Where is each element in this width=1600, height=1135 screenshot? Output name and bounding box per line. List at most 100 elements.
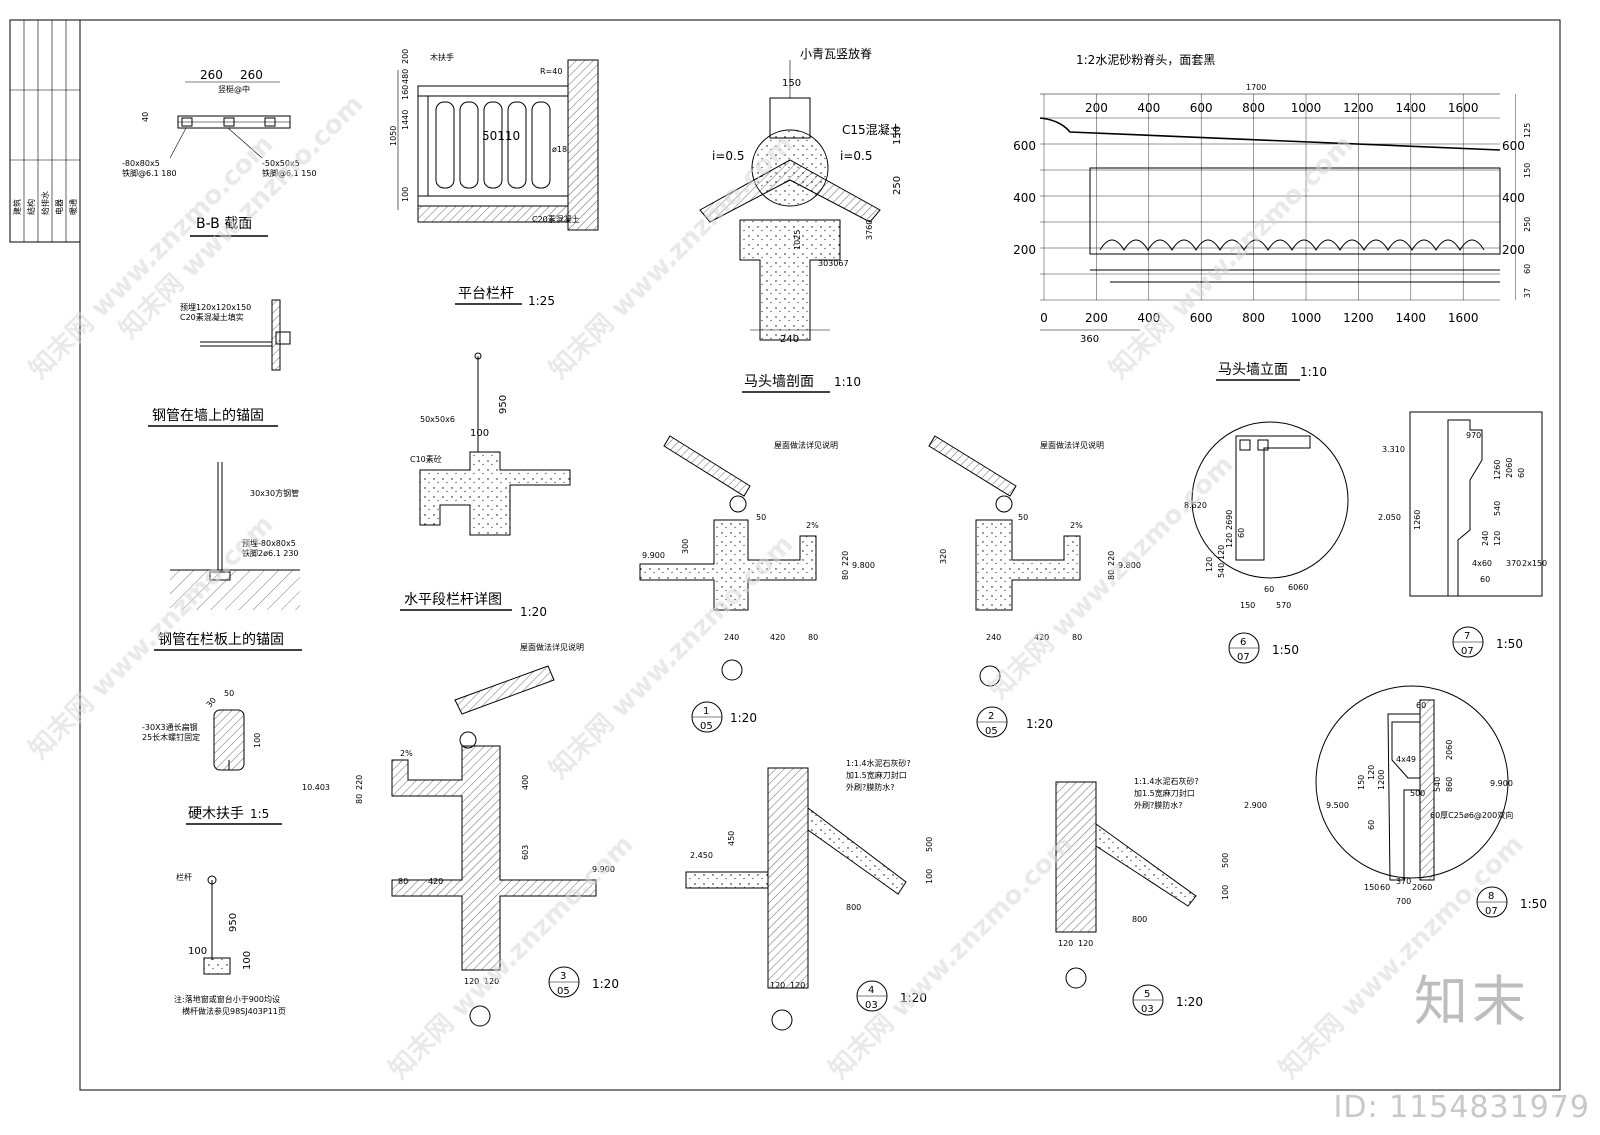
bb-section: 260 260 竖梃@中 40 -80x80x5 铁脚@6.1 180 -50x… xyxy=(122,68,317,237)
d1-lvl-r: 9.800 xyxy=(852,561,875,570)
d7-dim-2060: 2060 xyxy=(1505,458,1514,478)
d7-dim-60: 60 xyxy=(1517,468,1526,478)
d6-num: 6 xyxy=(1240,637,1246,648)
ge-top-tick: 1600 xyxy=(1448,101,1479,115)
d3-dim-120a: 120 xyxy=(464,977,479,986)
d5-dim-120b: 120 xyxy=(1078,939,1093,948)
ge-dim-250: 250 xyxy=(1523,217,1532,232)
d7-dim-1260a: 1260 xyxy=(1413,510,1422,530)
d2-num: 2 xyxy=(988,711,994,722)
pr-dim-1050: 1050 xyxy=(389,126,398,146)
ge-top-tick: 1400 xyxy=(1396,101,1427,115)
side-label-plumb: 给排水 xyxy=(40,191,50,215)
d1-dim-220: 220 xyxy=(841,551,850,566)
pr-label-mid: 50110 xyxy=(482,129,520,143)
d5-note3: 外刷?膜防水? xyxy=(1134,800,1183,810)
d2-dim-2pct: 2% xyxy=(1070,521,1083,530)
ge-dim-360: 360 xyxy=(1080,334,1099,345)
ge-bottom-tick: 400 xyxy=(1137,311,1160,325)
d4-note3: 外刷?膜防水? xyxy=(846,782,895,792)
detail-8-callout: 8 07 1:50 xyxy=(1476,886,1547,918)
pr-dim-160: 160 xyxy=(401,85,410,100)
d2-dim-80b: 80 xyxy=(1072,633,1082,642)
detail-2-callout: 2 05 1:20 xyxy=(976,706,1053,738)
d5-dim-100: 100 xyxy=(1221,885,1230,900)
d4-lvl-l: 2.450 xyxy=(690,851,713,860)
d8-dim-4x49: 4x49 xyxy=(1396,755,1416,764)
d1-dim-240: 240 xyxy=(724,633,739,642)
d1-scale: 1:20 xyxy=(730,711,757,725)
bb-dim-b: 260 xyxy=(240,68,263,82)
d8-dim-60b: 60 xyxy=(1367,820,1376,830)
ge-total: 1700 xyxy=(1246,83,1266,92)
side-label-struct: 结构 xyxy=(26,199,36,215)
handrail-drawing: 50 100 30 -30X3通长扁钢 25长木螺钉固定 硬木扶手 1:5 xyxy=(142,689,282,825)
bb-label-left2: 铁脚@6.1 180 xyxy=(122,168,177,178)
d5-num: 5 xyxy=(1144,989,1150,1000)
as-label1: 30x30方钢管 xyxy=(250,488,299,498)
detail-6-drawing: 8.620 2690 120 60 120 540 120 60 6060 15… xyxy=(1184,421,1349,610)
as-title: 钢管在栏板上的锚固 xyxy=(158,632,284,648)
detail-5-drawing: 1:1.4水泥石灰砂? 加1.5宽麻刀封口 外刷?膜防水? 2.900 500 … xyxy=(1055,776,1267,989)
ge-left-tick: 600 xyxy=(1013,139,1036,153)
d1-lvl-l: 9.900 xyxy=(642,551,665,560)
hw-dim-50: 50 xyxy=(224,689,234,698)
d5-dim-120a: 120 xyxy=(1058,939,1073,948)
ge-dim-37: 37 xyxy=(1523,288,1532,298)
pr-scale: 1:25 xyxy=(528,294,555,308)
d7-num: 7 xyxy=(1464,631,1470,642)
d7-dim-240: 240 xyxy=(1481,531,1490,546)
d6-dim-150: 150 xyxy=(1240,601,1255,610)
rn-note1: 注:落地窗或窗台小于900均设 xyxy=(174,994,280,1004)
pr-dim-480: 480 xyxy=(401,69,410,84)
hw-label2: 25长木螺钉固定 xyxy=(142,732,200,742)
d6-lvl1: 8.620 xyxy=(1184,501,1207,510)
pr-dim-1440: 1440 xyxy=(401,110,410,130)
gs-title: 马头墙剖面 xyxy=(744,374,814,390)
gs-dim-240: 240 xyxy=(780,334,799,345)
aw-label1: 预埋120x120x150 xyxy=(180,302,251,312)
aw-title: 钢管在墙上的锚固 xyxy=(152,408,264,424)
detail-8-drawing: 9.500 9.900 60厚C25ø6@200双向 60 1200 2060 … xyxy=(1315,685,1513,906)
side-label-hvac: 暖通 xyxy=(68,199,78,215)
ge-right-tick: 400 xyxy=(1502,191,1525,205)
bb-label-left: -80x80x5 xyxy=(122,159,160,168)
d7-sheet: 07 xyxy=(1461,646,1474,657)
hr-title: 水平段栏杆详图 xyxy=(404,592,502,608)
d4-note2: 加1.5宽麻刀封口 xyxy=(846,770,907,780)
d2-sheet: 05 xyxy=(985,726,998,737)
bb-label-top: 竖梃@中 xyxy=(218,84,250,94)
rn-note2: 横杆做法参见98SJ403P11页 xyxy=(182,1006,286,1016)
d8-dim-60: 60 xyxy=(1416,701,1426,710)
detail-6-callout: 6 07 1:50 xyxy=(1228,632,1299,664)
d6-dim-60b: 60 xyxy=(1264,585,1274,594)
d4-scale: 1:20 xyxy=(900,991,927,1005)
d2-scale: 1:20 xyxy=(1026,717,1053,731)
hw-scale: 1:5 xyxy=(250,807,269,821)
d7-dim-540: 540 xyxy=(1493,501,1502,516)
d2-dim-240: 240 xyxy=(986,633,1001,642)
detail-5-callout: 5 03 1:20 xyxy=(1132,984,1203,1016)
hr-label2: C10素砼 xyxy=(410,454,442,464)
gable-section-drawing: 小青瓦竖放脊 C15混凝土 i=0.5 i=0.5 150 150 250 24… xyxy=(699,46,903,393)
ge-grid xyxy=(1040,94,1516,301)
d6-dim-6060: 6060 xyxy=(1288,583,1308,592)
d8-dim-860: 860 xyxy=(1445,777,1454,792)
d2-dim-80: 80 xyxy=(1107,570,1116,580)
d8-lvl-l: 9.500 xyxy=(1326,801,1349,810)
rn-dim-100b: 100 xyxy=(242,951,253,970)
d2-note: 屋面做法详见说明 xyxy=(1040,440,1104,450)
d4-dim-120a: 120 xyxy=(770,981,785,990)
d8-dim-60c: 60 xyxy=(1380,883,1390,892)
ge-top-tick: 1200 xyxy=(1343,101,1374,115)
ge-top-tick: 200 xyxy=(1085,101,1108,115)
d3-num: 3 xyxy=(560,971,566,982)
d8-dim-500: 500 xyxy=(1410,789,1425,798)
hw-dim-100: 100 xyxy=(253,733,262,748)
as-label2: 预埋-80x80x5 xyxy=(242,538,296,548)
bb-label-right2: 铁脚@6.1 150 xyxy=(262,168,317,178)
d2-dim-320: 320 xyxy=(939,549,948,564)
d6-dim-60a: 60 xyxy=(1237,528,1246,538)
